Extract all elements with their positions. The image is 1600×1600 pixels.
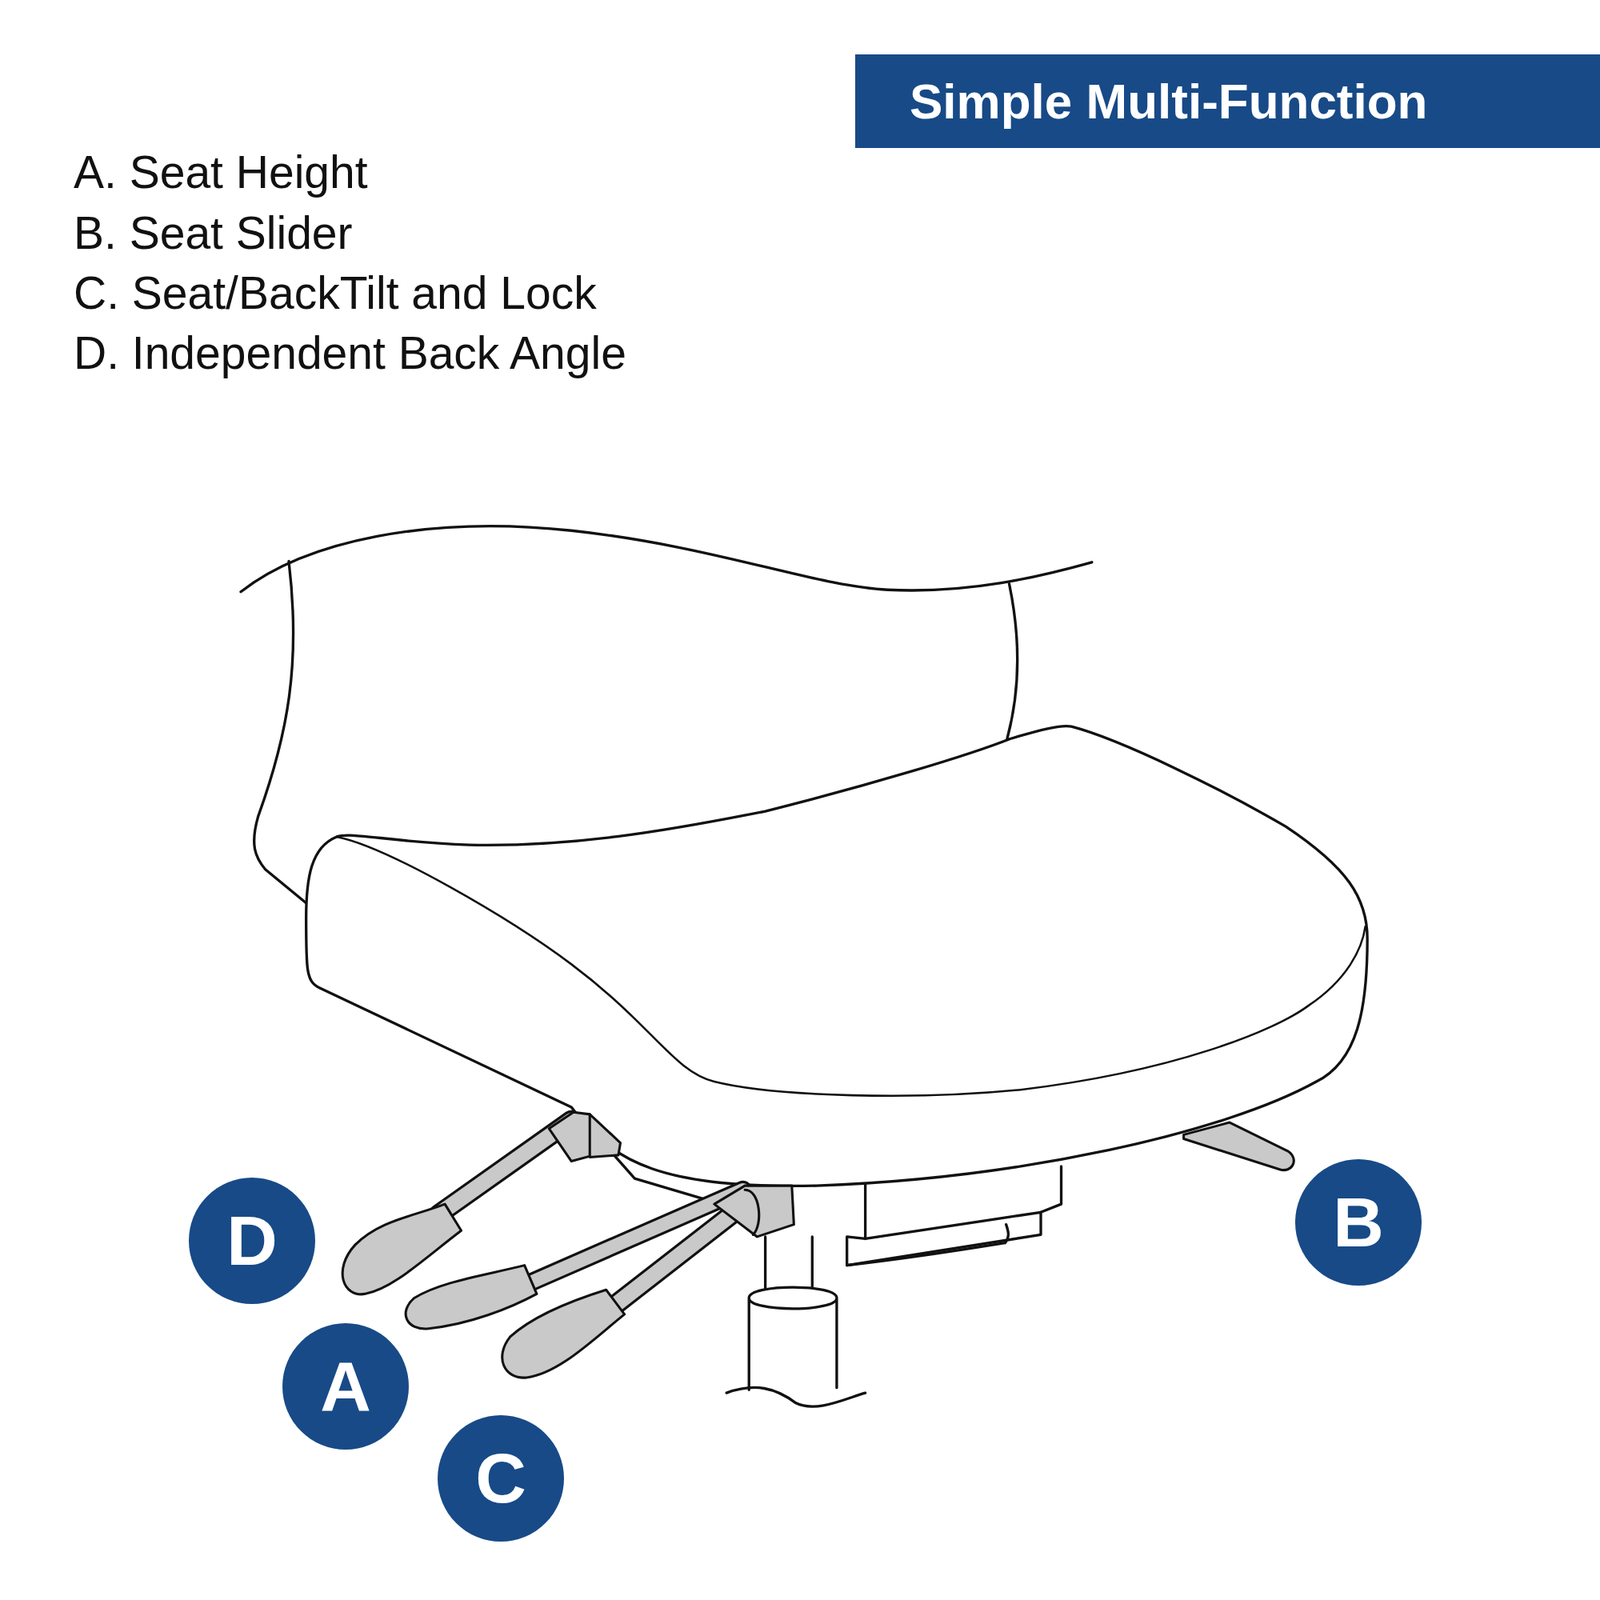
lever-hub [589, 1114, 620, 1158]
callout-letter: C [475, 1443, 527, 1514]
lever-hub [548, 1112, 594, 1161]
callout-circle: D [188, 1177, 316, 1304]
backrest-side [254, 561, 307, 904]
backrest-side [1007, 584, 1018, 740]
lever-shaft [616, 1204, 745, 1304]
callout-circle: B [1295, 1159, 1422, 1286]
control-label: D. Independent Back Angle [73, 328, 627, 379]
callout-circle: A [282, 1323, 409, 1450]
control-label: A. Seat Height [73, 147, 368, 198]
lever-shaft [616, 1204, 745, 1304]
break-line [726, 1387, 865, 1407]
lever-shaft [438, 1120, 572, 1215]
control-label: C. Seat/BackTilt and Lock [73, 268, 597, 319]
callout-letter: B [1332, 1187, 1384, 1258]
callout-letter: D [226, 1205, 278, 1276]
lever-hub [714, 1185, 794, 1237]
lever-handle [502, 1289, 625, 1378]
lever-handle [342, 1204, 461, 1295]
control-label: B. Seat Slider [73, 208, 353, 259]
gas-cylinder [748, 1287, 837, 1390]
seat-cushion [306, 726, 1368, 1187]
slider-lever [1184, 1122, 1295, 1171]
title-band: Simple Multi-Function [855, 54, 1600, 148]
backrest-top [240, 526, 1092, 592]
seat-edge [336, 836, 1366, 1096]
callout-letter: A [320, 1351, 372, 1422]
lever-shaft [438, 1120, 572, 1215]
lever-hub [744, 1189, 760, 1235]
callout-circle: C [437, 1415, 564, 1542]
seat-bracket [612, 1152, 715, 1202]
title-text: Simple Multi-Function [855, 54, 1600, 148]
lever-handle [405, 1265, 537, 1329]
gas-column [765, 1236, 813, 1292]
